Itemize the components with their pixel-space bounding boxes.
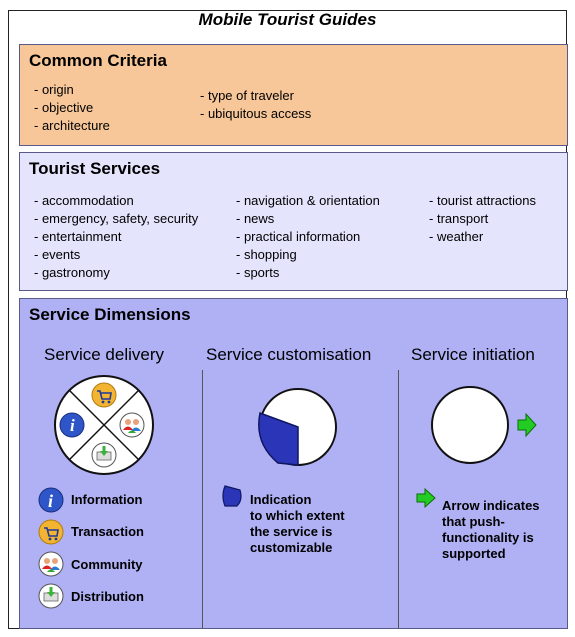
list-item: gastronomy: [34, 264, 198, 282]
legend-distribution: Distribution: [71, 589, 144, 604]
list-item: transport: [429, 210, 536, 228]
tourist-services-list-3: tourist attractions transport weather: [429, 192, 536, 246]
customisation-indicator-icon: [222, 485, 242, 507]
distribution-icon: [91, 442, 117, 468]
legend-transaction: Transaction: [71, 524, 144, 539]
service-delivery-diagram: i: [54, 375, 154, 475]
list-item: tourist attractions: [429, 192, 536, 210]
svg-text:i: i: [70, 416, 75, 435]
list-item: practical information: [236, 228, 380, 246]
community-icon: [38, 551, 64, 577]
column-divider: [398, 370, 399, 628]
list-item: navigation & orientation: [236, 192, 380, 210]
service-initiation-title: Service initiation: [411, 345, 535, 364]
shopping-cart-icon: [38, 519, 64, 545]
service-delivery-title: Service delivery: [44, 345, 164, 364]
list-item: type of traveler: [200, 87, 311, 105]
list-item: objective: [34, 99, 110, 117]
info-icon: i: [38, 487, 64, 513]
legend-information: Information: [71, 492, 143, 507]
tourist-services-list-2: navigation & orientation news practical …: [236, 192, 380, 282]
list-item: weather: [429, 228, 536, 246]
tourist-services-heading: Tourist Services: [29, 159, 161, 178]
tourist-services-list-1: accommodation emergency, safety, securit…: [34, 192, 198, 282]
initiation-circle: [431, 386, 537, 464]
distribution-icon: [38, 583, 64, 609]
list-item: accommodation: [34, 192, 198, 210]
initiation-caption: Arrow indicates that push- functionality…: [442, 498, 540, 561]
push-arrow-icon: [416, 488, 436, 508]
common-criteria-heading: Common Criteria: [29, 51, 167, 70]
common-criteria-panel: Common Criteria origin objective archite…: [19, 44, 568, 146]
figure-title: Mobile Tourist Guides: [198, 10, 377, 29]
list-item: ubiquitous access: [200, 105, 311, 123]
tourist-services-panel: Tourist Services accommodation emergency…: [19, 152, 568, 291]
common-criteria-list-1: origin objective architecture: [34, 81, 110, 135]
common-criteria-list-2: type of traveler ubiquitous access: [200, 87, 311, 123]
column-divider: [202, 370, 203, 628]
service-customisation-title: Service customisation: [206, 345, 372, 364]
community-icon: [119, 412, 145, 438]
list-item: origin: [34, 81, 110, 99]
list-item: sports: [236, 264, 380, 282]
info-icon: i: [59, 412, 85, 438]
customisation-circle: [258, 388, 337, 466]
list-item: emergency, safety, security: [34, 210, 198, 228]
list-item: events: [34, 246, 198, 264]
list-item: architecture: [34, 117, 110, 135]
list-item: entertainment: [34, 228, 198, 246]
shopping-cart-icon: [91, 382, 117, 408]
list-item: shopping: [236, 246, 380, 264]
legend-community: Community: [71, 557, 143, 572]
service-dimensions-heading: Service Dimensions: [29, 305, 191, 324]
list-item: news: [236, 210, 380, 228]
svg-text:i: i: [48, 491, 53, 511]
customisation-caption: Indication to which extent the service i…: [250, 492, 345, 555]
